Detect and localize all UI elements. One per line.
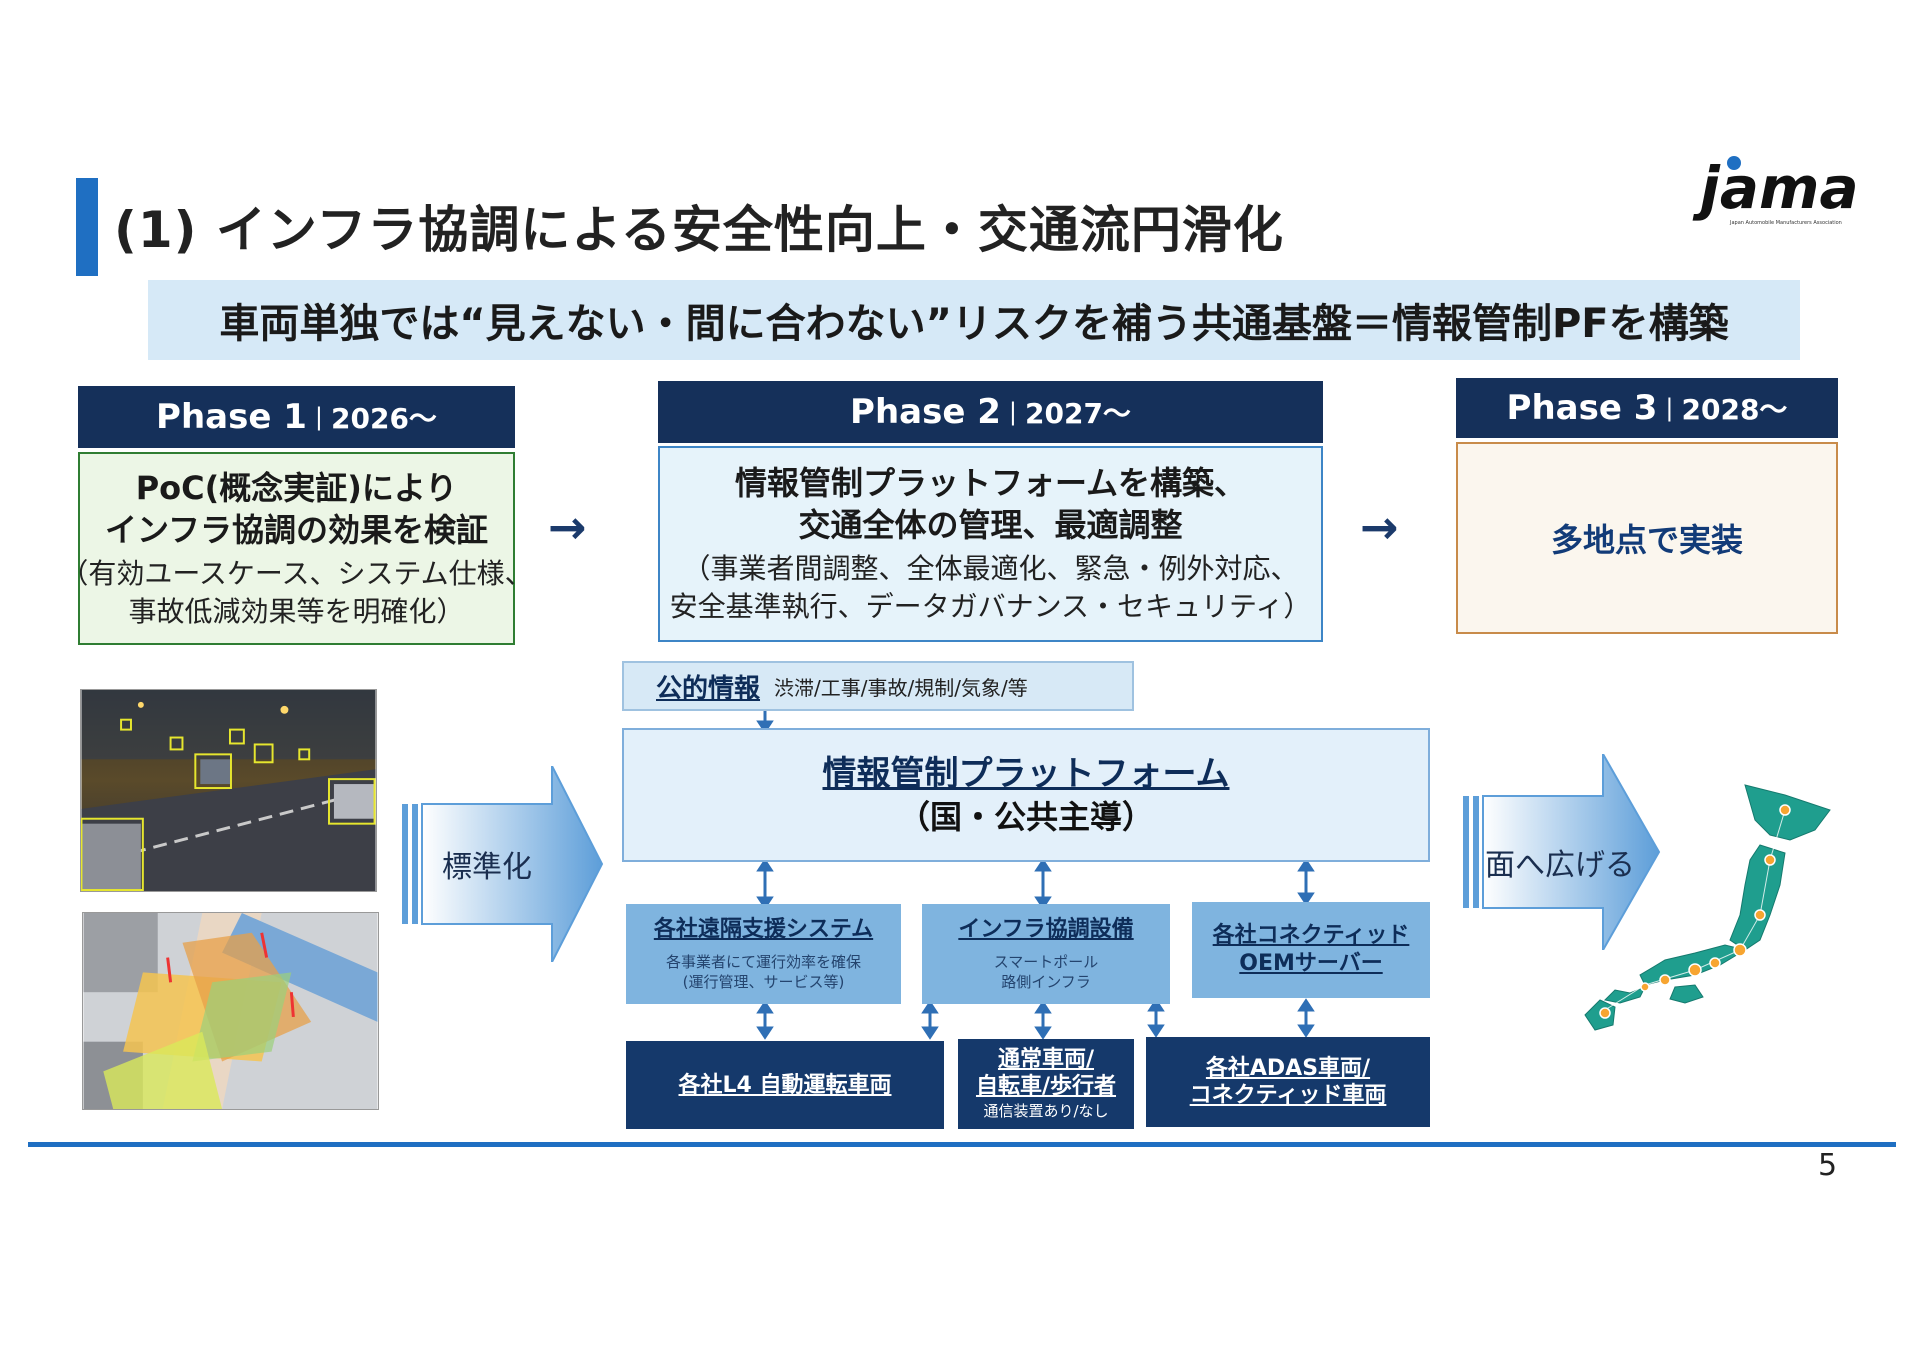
- phase-2-header: Phase 2 | 2027～: [658, 381, 1323, 443]
- standardize-label: 標準化: [442, 850, 532, 885]
- phase-2-year: 2027～: [1025, 397, 1131, 430]
- phase-3-year: 2028～: [1681, 393, 1788, 426]
- phase-2-name: Phase 2: [850, 392, 1001, 432]
- phase-1-header: Phase 1 | 2026～: [78, 386, 515, 448]
- public-info-box: 公的情報 渋滞/工事/事故/規制/気象/等: [622, 661, 1134, 711]
- remote-support-system-box: 各社遠隔支援システム 各事業者にて運行効率を確保 (運行管理、サービス等): [626, 904, 901, 1004]
- page-number: 5: [1818, 1148, 1838, 1183]
- oem-server-box: 各社コネクティッド OEMサーバー: [1192, 902, 1430, 998]
- phase-2-plain-2: 安全基準執行、データガバナンス・セキュリティ）: [669, 590, 1312, 623]
- l4-vehicle-title: 各社L4 自動運転車両: [678, 1072, 892, 1098]
- normal-vehicle-title-2: 自転車/歩行者: [975, 1074, 1117, 1099]
- svg-text:jama: jama: [1692, 154, 1859, 222]
- info-control-platform: 情報管制プラットフォーム （国・公共主導）: [622, 728, 1430, 862]
- adas-vehicle-title-1: 各社ADAS車両/: [1205, 1056, 1371, 1081]
- phase-3-name: Phase 3: [1506, 388, 1658, 428]
- sensor-coverage-map: [82, 912, 379, 1110]
- subtitle-banner: 車両単独では“見えない・間に合わない”リスクを補う共通基盤＝情報管制PFを構築: [148, 280, 1800, 360]
- platform-subtitle: （国・公共主導）: [897, 798, 1154, 836]
- infra-equipment-box: インフラ協調設備 スマートポール 路側インフラ: [922, 904, 1170, 1004]
- phase-1-plain-2: 事故低減効果等を明確化）: [128, 594, 465, 628]
- oem-server-title-1: 各社コネクティッド: [1212, 923, 1410, 948]
- normal-vehicle-box: 通常車両/ 自転車/歩行者 通信装置あり/なし: [958, 1039, 1134, 1129]
- arrow-right-icon: →: [548, 500, 587, 554]
- infra-equipment-sub-1: スマートポール: [993, 953, 1099, 971]
- remote-support-sub-2: (運行管理、サービス等): [682, 973, 845, 991]
- remote-support-title: 各社遠隔支援システム: [653, 917, 874, 942]
- phase-2-box: 情報管制プラットフォームを構築、 交通全体の管理、最適調整 （事業者間調整、全体…: [658, 446, 1323, 642]
- l4-vehicle-box: 各社L4 自動運転車両: [626, 1041, 944, 1129]
- japan-map-icon: [1584, 784, 1831, 1031]
- jama-logo: jama Japan Automobile Manufacturers Asso…: [1692, 154, 1859, 226]
- remote-support-sub-1: 各事業者にて運行効率を確保: [665, 953, 861, 971]
- adas-vehicle-box: 各社ADAS車両/ コネクティッド車両: [1146, 1037, 1430, 1127]
- platform-title: 情報管制プラットフォーム: [822, 754, 1230, 794]
- phase-1-bold-1: PoC(概念実証)により: [135, 468, 458, 507]
- bottom-rule: [28, 1142, 1896, 1147]
- phase-1-bold-2: インフラ協調の効果を検証: [104, 510, 489, 549]
- normal-vehicle-sub: 通信装置あり/なし: [983, 1102, 1109, 1120]
- public-info-items: 渋滞/工事/事故/規制/気象/等: [774, 675, 1028, 700]
- expand-label: 面へ広げる: [1485, 848, 1635, 883]
- phase-1-year: 2026～: [331, 402, 437, 435]
- expand-arrow-icon: [1463, 754, 1661, 950]
- svg-text:Japan Automobile Manufacturers: Japan Automobile Manufacturers Associati…: [1729, 220, 1842, 226]
- phase-2-plain-1: （事業者間調整、全体最適化、緊急・例外対応、: [682, 552, 1299, 585]
- page-title: (1) インフラ協調による安全性向上・交通流円滑化: [114, 201, 1284, 259]
- phase-3-header: Phase 3 | 2028～: [1456, 378, 1838, 438]
- phase-1-plain-1: （有効ユースケース、システム仕様、: [60, 556, 533, 590]
- standardize-arrow-icon: [402, 766, 604, 962]
- phase-2-bold-2: 交通全体の管理、最適調整: [798, 506, 1183, 544]
- public-info-title: 公的情報: [656, 673, 761, 704]
- phase-1-name: Phase 1: [156, 397, 307, 437]
- infra-equipment-title: インフラ協調設備: [958, 917, 1134, 942]
- connector-arrows: [756, 711, 1315, 1040]
- adas-vehicle-title-2: コネクティッド車両: [1189, 1083, 1387, 1108]
- phase-3-box: 多地点で実装: [1456, 442, 1838, 634]
- phase-2-bold-1: 情報管制プラットフォームを構築、: [734, 464, 1247, 502]
- title-accent-bar: [76, 178, 98, 276]
- phase-3-text: 多地点で実装: [1550, 521, 1743, 559]
- infra-equipment-sub-2: 路側インフラ: [1001, 973, 1091, 991]
- normal-vehicle-title-1: 通常車両/: [997, 1047, 1095, 1072]
- phase-1-box: PoC(概念実証)により インフラ協調の効果を検証 （有効ユースケース、システム…: [60, 452, 533, 645]
- arrow-right-icon: →: [1360, 500, 1399, 554]
- intersection-camera-photo: [80, 689, 377, 892]
- oem-server-title-2: OEMサーバー: [1239, 951, 1383, 976]
